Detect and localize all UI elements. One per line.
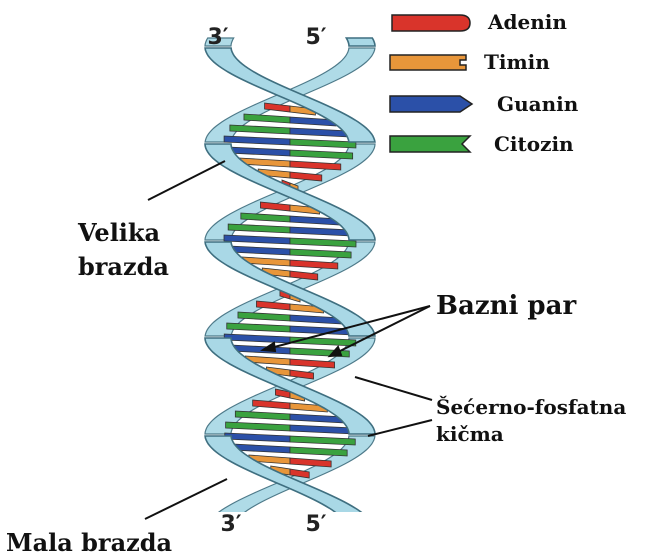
legend: Adenin Timin Guanin Citozin <box>390 10 579 156</box>
citozin-swatch-icon <box>390 136 470 152</box>
major-groove-label-line2: brazda <box>78 252 169 281</box>
strand-end-bottom-left: 3′ <box>220 512 241 537</box>
legend-item-citozin: Citozin <box>390 132 574 156</box>
backbone-a-back-segment <box>345 532 375 542</box>
legend-item-adenin: Adenin <box>392 10 567 34</box>
timin-swatch-icon <box>390 55 466 70</box>
base-citozin <box>290 447 347 456</box>
minor-groove-label: Mala brazda <box>6 528 172 556</box>
legend-label-timin: Timin <box>484 50 550 74</box>
legend-label-citozin: Citozin <box>494 132 574 156</box>
minor-groove-pointer <box>145 479 227 519</box>
base-citozin <box>241 213 290 222</box>
legend-label-guanin: Guanin <box>497 92 579 116</box>
backbone-pointer-1 <box>355 377 432 400</box>
base-adenin <box>290 359 335 368</box>
strand-end-bottom-right: 5′ <box>305 512 326 537</box>
base-guanin <box>224 235 290 244</box>
adenin-swatch-icon <box>392 15 470 31</box>
base-adenin <box>290 260 338 269</box>
base-guanin <box>290 425 354 434</box>
base-citozin <box>226 422 290 431</box>
base-citozin <box>238 312 290 321</box>
base-citozin <box>290 238 356 247</box>
legend-label-adenin: Adenin <box>487 10 567 34</box>
base-citozin <box>290 150 353 159</box>
base-guanin <box>225 433 290 442</box>
base-guanin <box>224 136 290 145</box>
base-citozin <box>290 337 356 346</box>
base-guanin <box>227 147 290 156</box>
base-pair-label: Bazni par <box>436 291 576 321</box>
base-adenin <box>290 161 341 170</box>
base-citozin <box>290 436 355 445</box>
backbone-label-line2: kičma <box>436 422 504 446</box>
major-groove-label-line1: Velika <box>77 218 160 247</box>
backbone-label-line1: Šećerno-fosfatna <box>436 394 626 419</box>
base-citozin <box>290 249 351 258</box>
base-citozin <box>290 139 356 148</box>
legend-item-guanin: Guanin <box>390 92 579 116</box>
strand-end-top-left: 3′ <box>207 25 228 50</box>
backbone-b-front-segment <box>346 38 375 46</box>
major-groove-pointer <box>148 161 225 200</box>
base-adenin <box>253 400 290 409</box>
base-citozin <box>244 114 290 123</box>
guanin-swatch-icon <box>390 96 472 112</box>
base-guanin <box>224 334 290 343</box>
legend-item-timin: Timin <box>390 50 550 74</box>
strand-end-top-right: 5′ <box>305 25 326 50</box>
backbone-pointer-2 <box>368 420 432 436</box>
base-citozin <box>235 411 290 420</box>
base-adenin <box>290 458 331 467</box>
backbone-strand-front <box>205 38 375 542</box>
base-citozin <box>230 125 290 134</box>
base-citozin <box>227 323 290 332</box>
base-citozin <box>228 224 290 233</box>
